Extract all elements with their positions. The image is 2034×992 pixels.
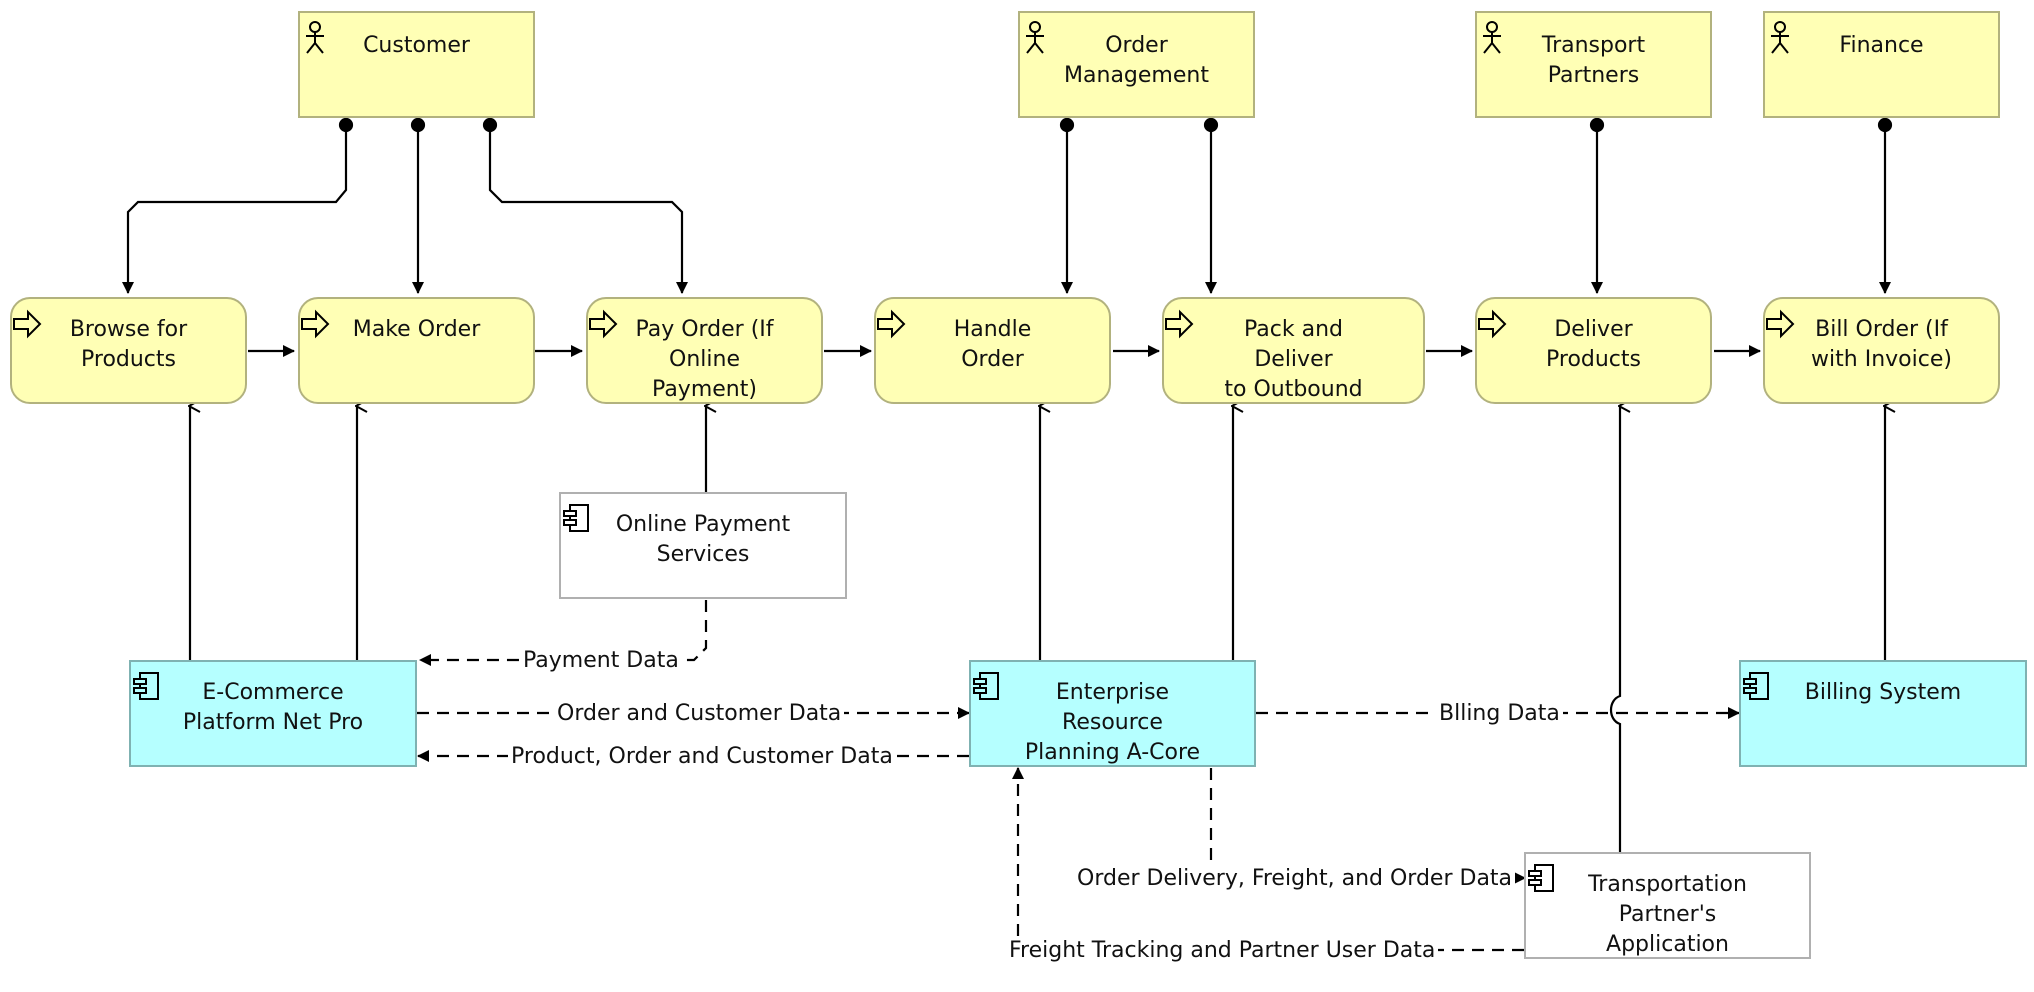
process-arrow-icon <box>877 309 906 339</box>
process-label: Bill Order (If with Invoice) <box>1811 317 1952 372</box>
assignment-customer-make-order <box>410 117 426 294</box>
process-deliver-products[interactable]: Deliver Products <box>1475 297 1712 404</box>
actor-icon <box>306 21 324 54</box>
actor-transport-partners[interactable]: Transport Partners <box>1475 11 1712 118</box>
app-label: Enterprise Resource Planning A-Core <box>1024 680 1201 765</box>
flow-label-order-customer-data: Order and Customer Data <box>554 701 845 727</box>
actor-customer[interactable]: Customer <box>298 11 535 118</box>
assignment-transport-deliver <box>1589 117 1605 294</box>
flow-order-delivery <box>1209 768 1526 884</box>
process-handle-order[interactable]: Handle Order <box>874 297 1111 404</box>
flow-label-freight-tracking: Freight Tracking and Partner User Data <box>1006 938 1439 964</box>
process-arrow-icon <box>1478 309 1507 339</box>
actor-icon <box>1026 21 1044 54</box>
process-arrow-icon <box>1165 309 1194 339</box>
app-label: Online Payment Services <box>615 512 791 567</box>
flow-freight-tracking <box>1012 767 1524 952</box>
actor-label: Transport Partners <box>1541 33 1646 88</box>
app-ecommerce-platform[interactable]: E-Commerce Platform Net Pro <box>129 660 417 767</box>
actor-order-management[interactable]: Order Management <box>1018 11 1255 118</box>
process-label: Deliver Products <box>1546 317 1641 372</box>
process-make-order[interactable]: Make Order <box>298 297 535 404</box>
app-transport-partner-application[interactable]: Transportation Partner's Application <box>1524 852 1811 959</box>
process-label: Browse for Products <box>69 317 188 372</box>
flow-label-product-order-customer: Product, Order and Customer Data <box>508 744 896 770</box>
actor-icon <box>1771 21 1789 54</box>
actor-finance[interactable]: Finance <box>1763 11 2000 118</box>
app-billing-system[interactable]: Billing System <box>1739 660 2027 767</box>
process-label: Pack and Deliver to Outbound <box>1224 317 1363 402</box>
assignment-customer-browse <box>122 117 354 294</box>
process-label: Pay Order (If Online Payment) <box>635 317 774 402</box>
app-erp-a-core[interactable]: Enterprise Resource Planning A-Core <box>969 660 1256 767</box>
component-icon <box>973 672 999 700</box>
process-browse-products[interactable]: Browse for Products <box>10 297 247 404</box>
flow-label-billing-data: Blling Data <box>1436 701 1563 727</box>
process-pay-order[interactable]: Pay Order (If Online Payment) <box>586 297 823 404</box>
app-online-payment-services[interactable]: Online Payment Services <box>559 492 847 599</box>
component-icon <box>133 672 159 700</box>
process-arrow-icon <box>1766 309 1795 339</box>
process-pack-deliver[interactable]: Pack and Deliver to Outbound <box>1162 297 1425 404</box>
process-arrow-icon <box>589 309 618 339</box>
flow-label-order-delivery: Order Delivery, Freight, and Order Data <box>1074 866 1516 892</box>
serving-transport-deliver <box>1609 406 1620 852</box>
app-label: E-Commerce Platform Net Pro <box>182 680 364 735</box>
assignment-customer-pay-order <box>482 117 688 294</box>
process-arrow-icon <box>301 309 330 339</box>
actor-label: Order Management <box>1064 33 1209 88</box>
flow-label-payment-data: Payment Data <box>520 648 682 674</box>
process-label: Handle Order <box>953 317 1032 372</box>
app-label: Transportation Partner's Application <box>1588 872 1747 957</box>
assignment-finance-bill <box>1877 117 1893 294</box>
process-arrow-icon <box>13 309 42 339</box>
actor-icon <box>1483 21 1501 54</box>
process-bill-order[interactable]: Bill Order (If with Invoice) <box>1763 297 2000 404</box>
app-label: Billing System <box>1804 680 1962 705</box>
assignment-order-mgmt-handle <box>1059 117 1075 294</box>
component-icon <box>1528 864 1554 892</box>
process-label: Make Order <box>352 317 481 342</box>
actor-label: Customer <box>363 33 470 58</box>
assignment-order-mgmt-pack <box>1203 117 1219 294</box>
component-icon <box>1743 672 1769 700</box>
component-icon <box>563 504 589 532</box>
actor-label: Finance <box>1839 33 1924 58</box>
